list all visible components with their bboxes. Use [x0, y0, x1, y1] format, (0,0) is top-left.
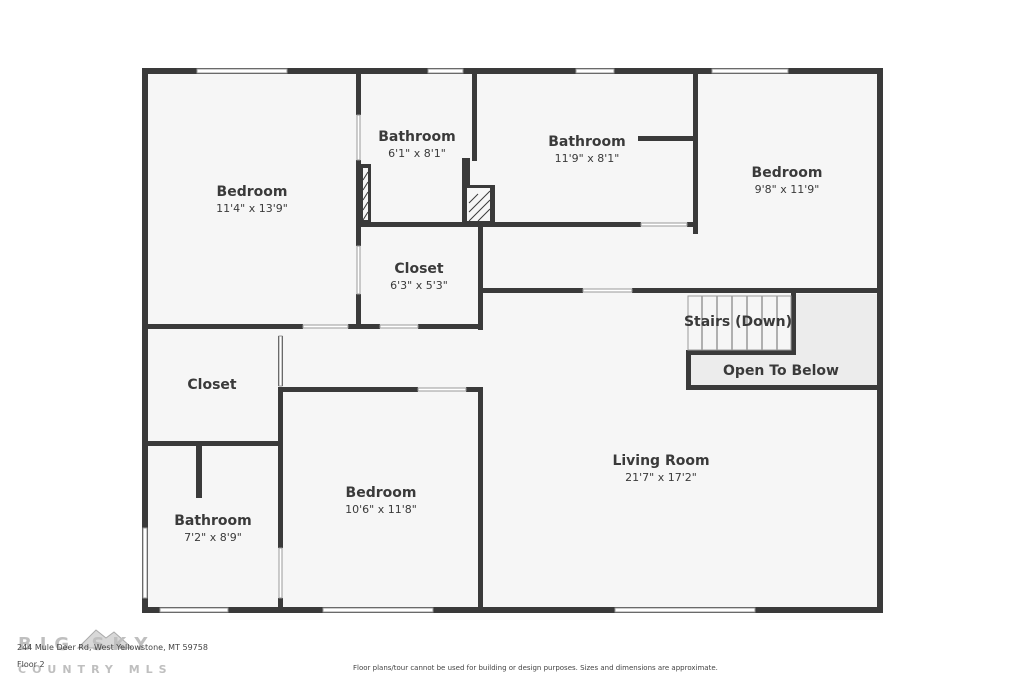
door-3	[302, 324, 349, 329]
wall-int-18	[145, 441, 283, 446]
bathroom-sw-name: Bathroom	[174, 513, 252, 529]
door-4	[379, 324, 419, 329]
bedroom-nw-name: Bedroom	[217, 184, 288, 200]
open-to-below-strip	[690, 354, 877, 386]
door-6	[640, 222, 688, 227]
wall-int-4	[472, 71, 477, 161]
disclaimer-text: Floor plans/tour cannot be used for buil…	[353, 664, 718, 672]
address-text: 244 Mule Deer Rd, West Yellowstone, MT 5…	[17, 643, 208, 652]
big-sky-country-mls-logo: BIG SKY COUNTRY MLS	[18, 629, 173, 676]
logo-bottom-text: COUNTRY MLS	[18, 663, 173, 676]
wall-int-20	[283, 387, 418, 392]
door-9	[278, 547, 283, 599]
logo-top-text: BIG SKY	[18, 634, 155, 655]
wall-int-19	[196, 446, 202, 498]
wall-int-16	[278, 387, 283, 548]
bedroom-s-name: Bedroom	[346, 485, 417, 501]
closet-w-name: Closet	[187, 377, 237, 393]
bathroom-sw-dims: 7'2" x 8'9"	[184, 531, 242, 544]
door-7	[278, 335, 283, 387]
closet-c-name: Closet	[394, 261, 444, 277]
window-2	[427, 68, 464, 74]
bathroom-n2-dims: 11'9" x 8'1"	[555, 152, 620, 165]
mountain-icon	[76, 629, 134, 649]
wall-exterior-bottom	[142, 607, 883, 613]
wall-int-12	[418, 324, 483, 329]
closet-c-dims: 6'3" x 5'3"	[390, 279, 448, 292]
window-6	[322, 607, 434, 613]
wall-int-14	[632, 288, 880, 293]
wall-exterior-left	[142, 68, 148, 613]
door-8	[417, 387, 467, 392]
bathroom-n2-name: Bathroom	[548, 134, 626, 150]
window-5	[159, 607, 229, 613]
bedroom-ne-dims: 9'8" x 11'9"	[755, 183, 820, 196]
stairs-name: Stairs (Down)	[684, 314, 792, 330]
wall-int-10	[145, 324, 303, 329]
wall-int-11	[348, 324, 380, 329]
wall-int-5	[361, 222, 641, 227]
wall-stairs-bottom	[686, 350, 796, 355]
wall-exterior-top	[142, 68, 883, 74]
living-room-name: Living Room	[612, 453, 709, 469]
stairs-steps	[687, 295, 792, 351]
bedroom-s-dims: 10'6" x 11'8"	[345, 503, 417, 516]
window-3	[575, 68, 615, 74]
shelf-hatch-2	[462, 158, 495, 225]
bathroom-n1-name: Bathroom	[378, 129, 456, 145]
window-4	[711, 68, 789, 74]
living-room-dims: 21'7" x 17'2"	[625, 471, 697, 484]
wall-exterior-right	[877, 68, 883, 613]
floor-area	[145, 71, 880, 610]
shelf-hatch-1	[361, 164, 371, 224]
bathroom-n1-dims: 6'1" x 8'1"	[388, 147, 446, 160]
wall-int-17	[278, 598, 283, 610]
floor-label: Floor 2	[17, 660, 45, 669]
wall-int-8	[638, 136, 693, 141]
wall-stairs-right	[791, 293, 796, 354]
wall-int-13	[483, 288, 583, 293]
wall-open-below-bottom	[686, 385, 880, 390]
wall-int-1	[356, 71, 361, 115]
wall-int-6	[687, 222, 698, 227]
door-2	[356, 245, 361, 295]
wall-int-2	[356, 160, 361, 246]
door-5	[582, 288, 633, 293]
window-8	[142, 527, 148, 599]
wall-int-22	[478, 387, 483, 610]
wall-int-7	[693, 71, 698, 234]
open-below-name: Open To Below	[723, 363, 839, 379]
wall-int-9	[478, 227, 483, 330]
door-1	[356, 114, 361, 161]
wall-int-3	[356, 294, 361, 328]
window-7	[614, 607, 756, 613]
bedroom-ne-name: Bedroom	[752, 165, 823, 181]
window-1	[196, 68, 288, 74]
wall-stairs-left	[686, 350, 691, 390]
bedroom-nw-dims: 11'4" x 13'9"	[216, 202, 288, 215]
wall-int-21	[466, 387, 483, 392]
